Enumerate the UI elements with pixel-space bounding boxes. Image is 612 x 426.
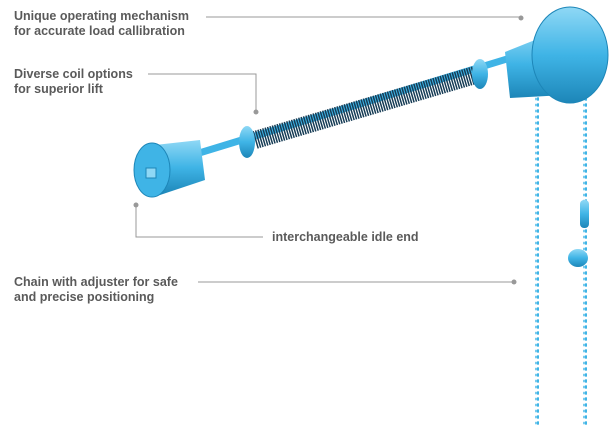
coil-collar-left — [239, 126, 255, 158]
callout-line: for accurate load callibration — [14, 24, 185, 38]
chain-adjuster — [580, 200, 589, 228]
coil-collar-right — [472, 59, 488, 89]
mechanism-disc — [531, 6, 609, 104]
leader-lines — [135, 16, 520, 283]
callout-line: Unique operating mechanism — [14, 9, 190, 23]
callout-operating-mechanism: Unique operating mechanism for accurate … — [14, 9, 189, 39]
callout-coil-options: Diverse coil options for superior lift — [14, 67, 133, 97]
callout-line: interchangeable idle end — [272, 230, 419, 244]
callout-line: for superior lift — [14, 82, 103, 96]
callout-chain-adjuster: Chain with adjuster for safe and precise… — [14, 275, 178, 305]
callout-line: Chain with adjuster for safe — [14, 275, 178, 289]
chain-left — [535, 70, 539, 426]
callout-idle-end: interchangeable idle end — [272, 230, 419, 245]
callout-line: and precise positioning — [14, 290, 155, 304]
chain-stopper — [568, 249, 588, 267]
callout-line: Diverse coil options — [14, 67, 133, 81]
coil-spring — [252, 66, 478, 149]
